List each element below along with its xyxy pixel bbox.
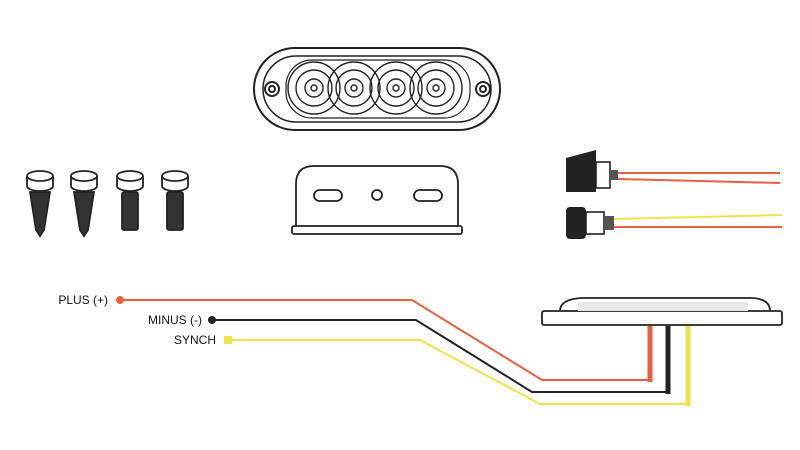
minus-terminal-dot <box>208 316 216 324</box>
minus-label: MINUS (-) <box>148 313 202 327</box>
synch-label: SYNCH <box>174 333 216 347</box>
minus-wire <box>212 319 669 393</box>
plus-label: PLUS (+) <box>58 293 108 307</box>
push-button-switch-icon <box>566 207 783 239</box>
synch-terminal-dot <box>224 336 232 344</box>
mounting-bracket-icon <box>291 165 463 235</box>
light-side-view-icon <box>541 297 783 326</box>
screw-icon <box>26 170 189 238</box>
wire-harness <box>120 299 691 406</box>
rocker-switch-icon <box>566 150 781 192</box>
led-light-head-icon <box>253 47 501 131</box>
plus-terminal-dot <box>116 296 124 304</box>
